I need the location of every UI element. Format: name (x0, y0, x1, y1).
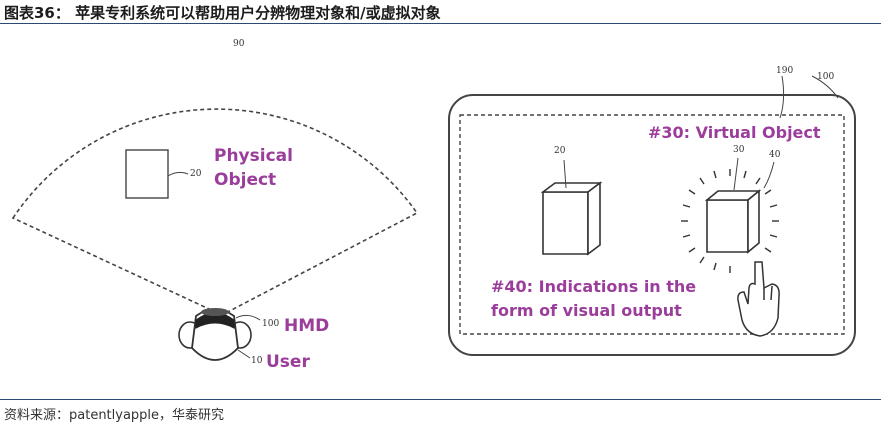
physical-label-2: Object (214, 170, 276, 190)
device-outer-frame (448, 94, 856, 356)
ref-100-right: 100 (817, 72, 834, 82)
source-note: 资料来源：patentlyapple，华泰研究 (4, 408, 225, 423)
footer-rule (0, 399, 881, 400)
physical-cube-icon (540, 181, 603, 256)
leader-190 (779, 75, 785, 119)
indication-label-1: #40: Indications in the (491, 277, 696, 296)
leader-30 (733, 157, 739, 191)
user-label: User (266, 352, 310, 372)
figure-title: 图表36： 苹果专利系统可以帮助用户分辨物理对象和/或虚拟对象 (4, 4, 441, 22)
leader-40 (763, 161, 775, 189)
physical-label-1: Physical (214, 146, 293, 166)
ref-90: 90 (233, 39, 245, 49)
ref-20-left: 20 (190, 169, 202, 179)
header-rule (0, 23, 881, 24)
leader-100-left (235, 314, 261, 321)
left-figure: 90 20 Physical Object 100 HMD 10 User (11, 39, 419, 372)
ref-40: 40 (769, 150, 781, 160)
leader-20 (167, 171, 189, 177)
ref-100-left: 100 (262, 319, 279, 329)
virtual-object-label: #30: Virtual Object (648, 123, 821, 142)
hmd-label: HMD (284, 316, 329, 336)
leader-20-right (563, 159, 567, 189)
ref-190: 190 (776, 66, 793, 76)
leader-100-right (811, 75, 839, 99)
field-of-view-boundary (11, 108, 419, 316)
indication-label-2: form of visual output (491, 301, 682, 320)
user-head-icon (178, 308, 252, 361)
display-area-dashed (459, 114, 845, 335)
pointing-hand-icon (737, 261, 780, 337)
physical-object-box (125, 149, 169, 199)
indication-rays (681, 169, 779, 273)
ref-10: 10 (251, 356, 263, 366)
leader-10 (237, 349, 251, 359)
right-figure: 190 100 #30: Virtual Object 20 (448, 66, 856, 356)
virtual-cube-icon (704, 189, 762, 254)
ref-20-right: 20 (554, 146, 566, 156)
ref-30: 30 (733, 145, 745, 155)
